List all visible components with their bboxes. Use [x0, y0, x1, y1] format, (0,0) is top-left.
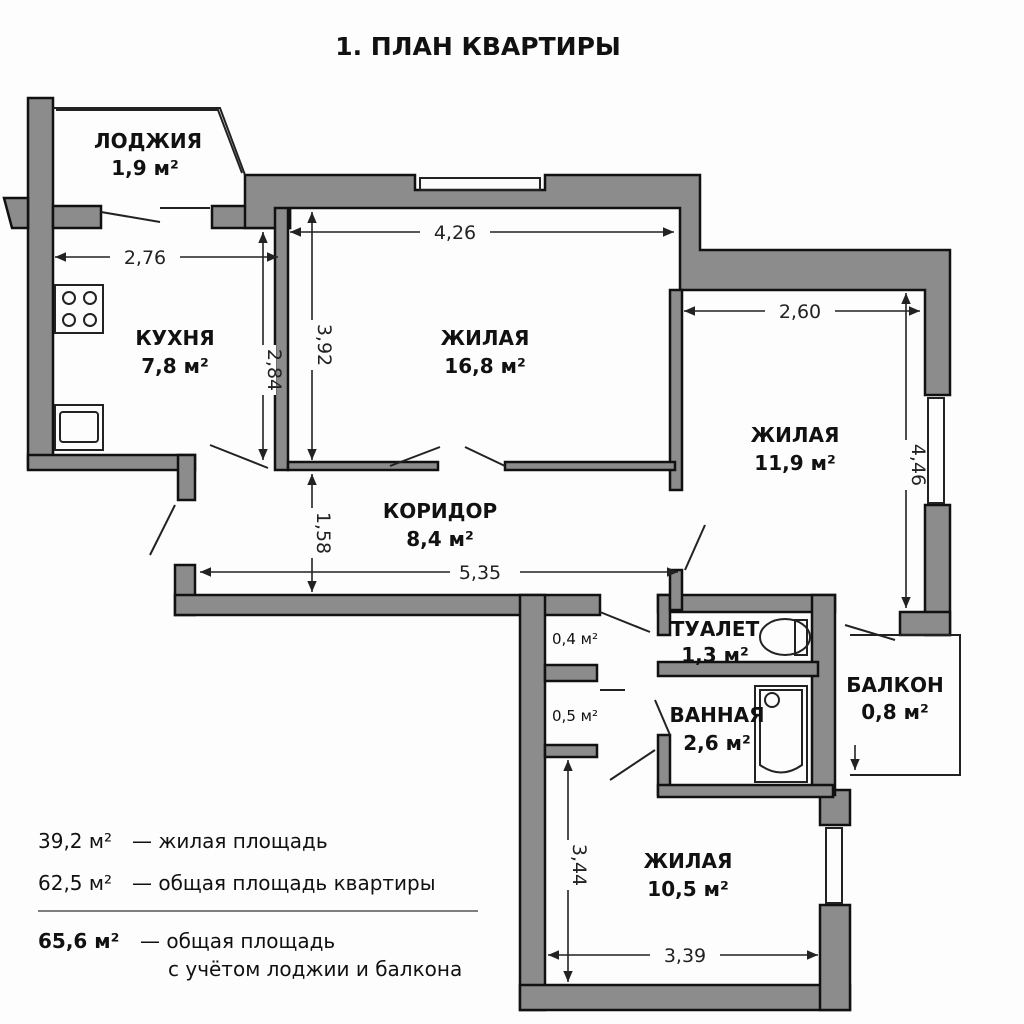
dimension-labels: 2,76 2,84 4,26 3,92 2,60 4,46 5,35 1,58 …	[110, 220, 929, 967]
legend-total-value: 62,5 м²	[38, 871, 112, 895]
dim-corridor-width: 5,35	[459, 562, 501, 584]
living2-name: ЖИЛАЯ	[751, 423, 840, 447]
living2-area: 11,9 м²	[754, 451, 835, 475]
toilet-icon	[759, 618, 811, 656]
closet1-area: 0,4 м²	[552, 630, 598, 648]
dim-kitchen-height: 2,84	[263, 349, 285, 391]
living1-area: 16,8 м²	[444, 354, 525, 378]
balcony-name: БАЛКОН	[846, 673, 943, 697]
dim-living3-width: 3,39	[664, 945, 706, 967]
corridor-area: 8,4 м²	[406, 527, 474, 551]
bath-area: 2,6 м²	[683, 731, 751, 755]
balcony-area: 0,8 м²	[861, 700, 929, 724]
legend-full-value: 65,6 м²	[38, 929, 119, 953]
kitchen-name: КУХНЯ	[135, 326, 214, 350]
living1-name: ЖИЛАЯ	[441, 326, 530, 350]
loggia-area: 1,9 м²	[111, 156, 179, 180]
dim-living2-height: 4,46	[907, 444, 929, 486]
dim-living3-height: 3,44	[568, 844, 590, 886]
dim-living1-width: 4,26	[434, 222, 476, 244]
plan-title: 1. ПЛАН КВАРТИРЫ	[335, 32, 621, 61]
corridor-name: КОРИДОР	[383, 499, 497, 523]
toilet-area: 1,3 м²	[681, 643, 749, 667]
legend-living-label: — жилая площадь	[132, 829, 328, 853]
legend-total-label: — общая площадь квартиры	[132, 871, 436, 895]
walls	[2, 96, 952, 1012]
room-labels: ЛОДЖИЯ 1,9 м² КУХНЯ 7,8 м² ЖИЛАЯ 16,8 м²…	[94, 129, 944, 901]
legend-living-value: 39,2 м²	[38, 829, 112, 853]
legend-full-sub: с учётом лоджии и балкона	[168, 957, 462, 981]
living3-area: 10,5 м²	[647, 877, 728, 901]
loggia-name: ЛОДЖИЯ	[94, 129, 202, 153]
dim-kitchen-width: 2,76	[124, 247, 166, 269]
legend-full-label: — общая площадь	[140, 929, 335, 953]
windows-doors	[53, 107, 961, 904]
bath-name: ВАННАЯ	[669, 703, 764, 727]
dim-living2-width: 2,60	[779, 301, 821, 323]
kitchen-area: 7,8 м²	[141, 354, 209, 378]
sink-icon	[54, 404, 104, 451]
dim-living1-height: 3,92	[313, 324, 335, 366]
closet2-area: 0,5 м²	[552, 707, 598, 725]
toilet-name: ТУАЛЕТ	[671, 617, 760, 641]
legend: 39,2 м² — жилая площадь 62,5 м² — общая …	[38, 829, 478, 981]
bathtub-icon	[754, 685, 808, 783]
stove-icon	[54, 284, 104, 334]
fixtures	[54, 284, 811, 783]
dim-corridor-height: 1,58	[312, 512, 334, 554]
living3-name: ЖИЛАЯ	[644, 849, 733, 873]
